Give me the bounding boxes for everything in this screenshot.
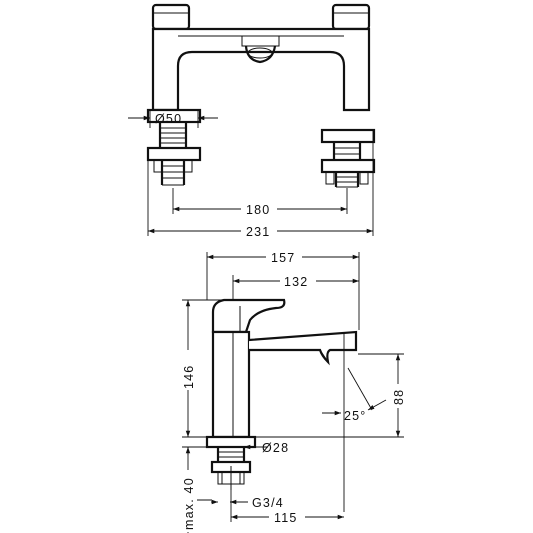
dim-spout-height: 88 bbox=[255, 353, 406, 438]
side-handle bbox=[211, 298, 286, 334]
dim-overall-width-label: 231 bbox=[246, 225, 270, 239]
side-spout bbox=[248, 330, 358, 366]
dim-angle: 25° bbox=[322, 334, 387, 512]
dim-height: 146 bbox=[180, 299, 224, 438]
dim-outlet-offset: 115 bbox=[230, 490, 344, 525]
dim-center-distance-label: 180 bbox=[246, 203, 270, 217]
dim-spout-reach: 132 bbox=[232, 272, 359, 300]
dim-spout-reach-label: 132 bbox=[284, 275, 308, 289]
dim-base-diameter: Ø50 bbox=[128, 110, 218, 128]
dim-overall-width: 231 bbox=[147, 130, 374, 239]
bridge-body bbox=[151, 27, 371, 112]
dim-thread-label: G3/4 bbox=[252, 496, 284, 510]
dim-thread: G3/4 bbox=[211, 496, 284, 510]
left-base bbox=[146, 108, 202, 186]
left-handle bbox=[151, 3, 191, 31]
dim-height-label: 146 bbox=[182, 365, 196, 389]
right-handle bbox=[331, 3, 371, 31]
spout-outlet bbox=[241, 35, 280, 64]
dim-max-thickness-label: max. 40 bbox=[182, 477, 196, 530]
side-base bbox=[205, 435, 257, 490]
side-body bbox=[211, 330, 251, 439]
side-view: 157 132 146 88 bbox=[179, 248, 406, 533]
dim-shank-diameter: Ø28 bbox=[218, 441, 289, 455]
dim-angle-label: 25° bbox=[344, 409, 367, 423]
dim-max-thickness: max. 40 bbox=[179, 446, 212, 533]
dim-center-distance: 180 bbox=[172, 188, 348, 217]
dim-base-diameter-label: Ø50 bbox=[155, 112, 182, 126]
dim-outlet-offset-label: 115 bbox=[274, 511, 298, 525]
dim-spout-height-label: 88 bbox=[392, 389, 406, 405]
right-base bbox=[320, 128, 376, 188]
dim-shank-diameter-label: Ø28 bbox=[262, 441, 289, 455]
dim-overall-depth-label: 157 bbox=[271, 251, 295, 265]
top-view: Ø50 180 231 bbox=[128, 3, 376, 239]
dim-overall-depth: 157 bbox=[206, 248, 360, 330]
